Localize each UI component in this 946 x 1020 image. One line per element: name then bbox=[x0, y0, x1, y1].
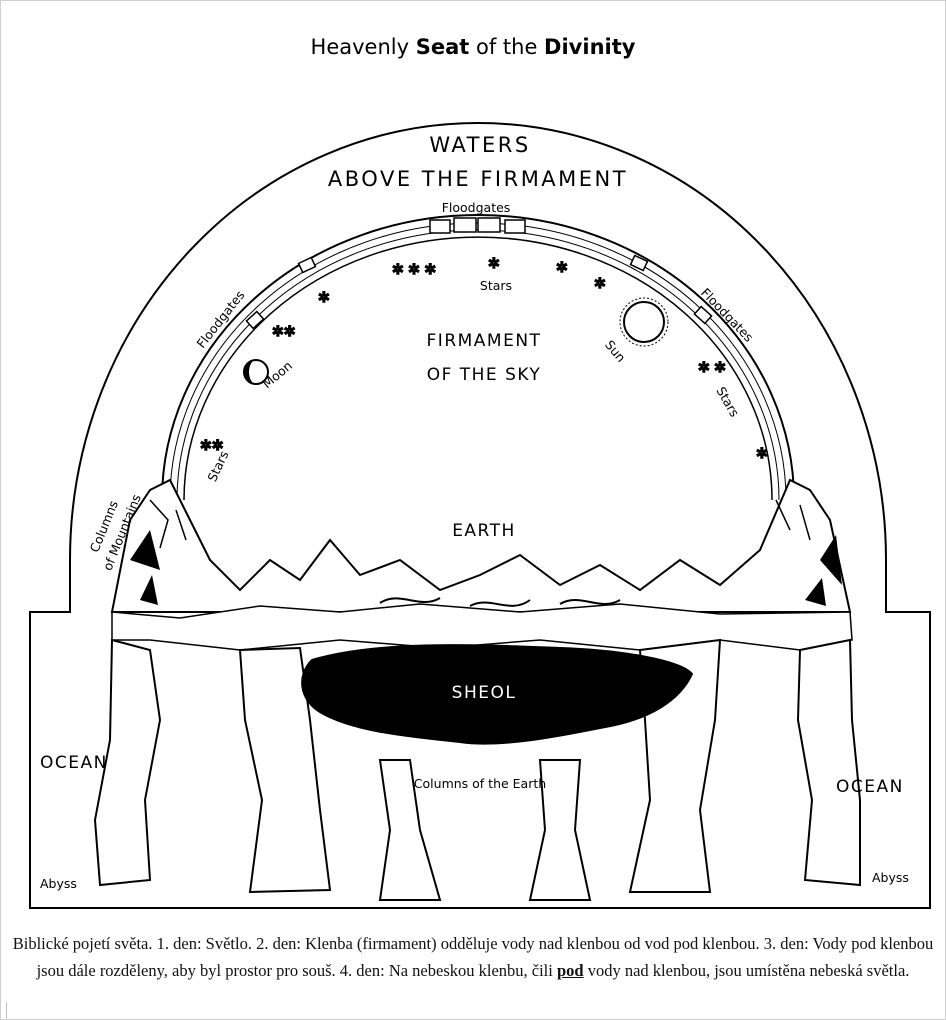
svg-text:✲ ✲: ✲ ✲ bbox=[698, 360, 726, 376]
label-abyss-left: Abyss bbox=[40, 876, 77, 891]
svg-text:✲ ✲ ✲: ✲ ✲ ✲ bbox=[392, 262, 436, 278]
svg-text:✲: ✲ bbox=[318, 290, 330, 306]
cosmology-diagram: Heavenly Seat of the Divinity bbox=[0, 0, 946, 930]
caption-emphasis: pod bbox=[557, 961, 584, 980]
sun-disc bbox=[624, 302, 664, 342]
label-above-firmament: ABOVE THE FIRMAMENT bbox=[328, 167, 628, 191]
label-of-the-sky: OF THE SKY bbox=[427, 365, 542, 385]
label-ocean-left: OCEAN bbox=[40, 753, 108, 773]
label-stars-top: Stars bbox=[480, 278, 512, 293]
frame-divider bbox=[6, 1002, 7, 1018]
svg-text:✲: ✲ bbox=[756, 446, 768, 462]
label-columns-earth: Columns of the Earth bbox=[414, 776, 546, 791]
label-earth: EARTH bbox=[452, 521, 516, 541]
label-firmament: FIRMAMENT bbox=[427, 331, 542, 351]
label-ocean-right: OCEAN bbox=[836, 777, 904, 797]
label-sheol: SHEOL bbox=[452, 683, 517, 703]
figure-caption: Biblické pojetí světa. 1. den: Světlo. 2… bbox=[8, 930, 938, 984]
svg-text:✲✲: ✲✲ bbox=[272, 324, 295, 340]
label-floodgates-top: Floodgates bbox=[442, 200, 511, 215]
svg-text:✲: ✲ bbox=[488, 256, 500, 272]
svg-text:✲: ✲ bbox=[594, 276, 606, 292]
diagram-title: Heavenly Seat of the Divinity bbox=[311, 35, 636, 59]
svg-text:✲: ✲ bbox=[556, 260, 568, 276]
label-abyss-right: Abyss bbox=[872, 870, 909, 885]
label-waters: WATERS bbox=[429, 133, 530, 157]
